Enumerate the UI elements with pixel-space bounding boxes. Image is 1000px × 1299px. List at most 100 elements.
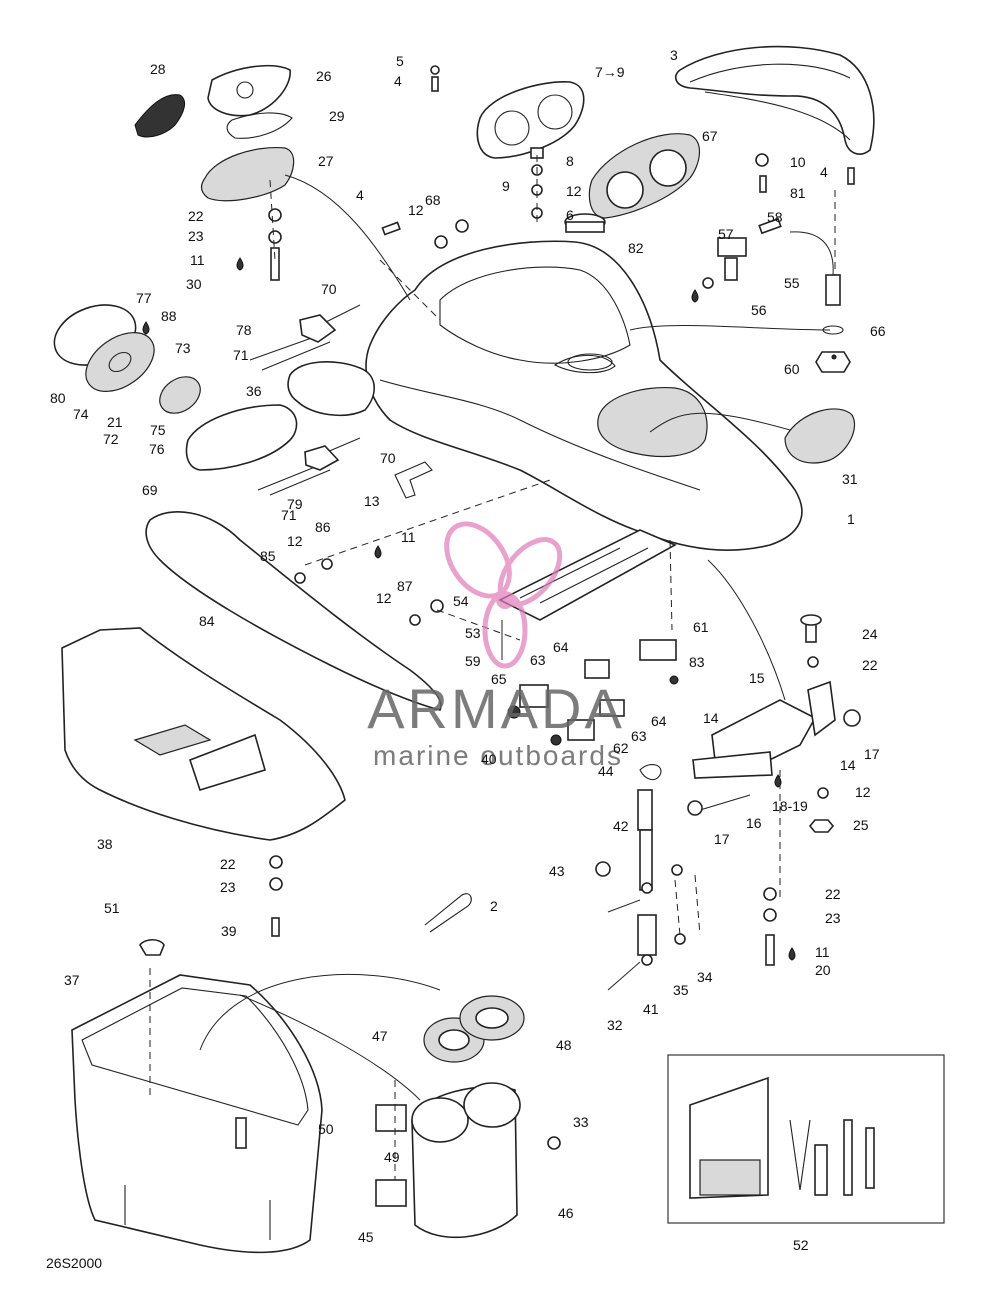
callout-label: 53 bbox=[465, 625, 481, 641]
fill-neck bbox=[789, 231, 851, 373]
callout-labels: 1 2 3 4 4 4 5 6 7→9 8 9 10 11 11 11 12 1… bbox=[50, 47, 886, 1253]
callout-label: 85 bbox=[260, 548, 276, 564]
callout-label: 42 bbox=[613, 818, 629, 834]
floor-panel bbox=[61, 627, 346, 841]
cable-tie bbox=[424, 893, 472, 933]
callout-label: 4 bbox=[356, 187, 364, 203]
assembly-lines bbox=[149, 155, 836, 1180]
callout-label: 23 bbox=[188, 228, 204, 244]
callout-label: 76 bbox=[149, 441, 165, 457]
callout-label: 18-19 bbox=[772, 798, 808, 814]
ignition-bracket bbox=[639, 639, 677, 661]
windshield bbox=[674, 45, 875, 155]
gas-spring bbox=[607, 789, 657, 991]
callout-label: 51 bbox=[104, 900, 120, 916]
callout-label: 80 bbox=[50, 390, 66, 406]
gauge-bezel bbox=[476, 81, 585, 159]
callout-label: 22 bbox=[862, 657, 878, 673]
callout-label: 64 bbox=[651, 713, 667, 729]
mirror-housing-upper bbox=[287, 361, 375, 417]
callout-label: 49 bbox=[384, 1149, 400, 1165]
callout-label: 45 bbox=[358, 1229, 374, 1245]
callout-label: 71 bbox=[281, 507, 297, 523]
callout-label: 27 bbox=[318, 153, 334, 169]
callout-label: 81 bbox=[790, 185, 806, 201]
callout-label: 25 bbox=[853, 817, 869, 833]
callout-label: 75 bbox=[150, 422, 166, 438]
callout-label: 64 bbox=[553, 639, 569, 655]
callout-label: 35 bbox=[673, 982, 689, 998]
callout-label: 79 bbox=[287, 496, 303, 512]
toolkit-box bbox=[667, 1054, 945, 1224]
mirror-assembly bbox=[53, 304, 201, 414]
callout-label: 72 bbox=[103, 431, 119, 447]
callout-label: 86 bbox=[315, 519, 331, 535]
callout-label: 12 bbox=[408, 202, 424, 218]
callout-label: 22 bbox=[220, 856, 236, 872]
callout-label: 63 bbox=[631, 728, 647, 744]
callout-label: 11 bbox=[401, 529, 416, 545]
callout-label: 6 bbox=[566, 207, 574, 223]
callout-label: 22 bbox=[825, 886, 841, 902]
callout-label: 26 bbox=[316, 68, 332, 84]
watermark-logo bbox=[444, 521, 563, 669]
callout-label: 1 bbox=[847, 511, 855, 527]
callout-label: 52 bbox=[793, 1237, 809, 1253]
callout-label: 44 bbox=[598, 763, 614, 779]
callout-label: 10 bbox=[790, 154, 806, 170]
callout-label: 4 bbox=[394, 73, 402, 89]
callout-label: 50 bbox=[318, 1121, 334, 1137]
callout-label: 11 bbox=[815, 944, 830, 960]
callout-label: 47 bbox=[372, 1028, 388, 1044]
callout-label: 20 bbox=[815, 962, 831, 978]
connector-assembly bbox=[702, 217, 782, 289]
storage-bin bbox=[71, 974, 323, 1254]
callout-label: 7→9 bbox=[595, 64, 625, 80]
steering-bracket bbox=[687, 614, 861, 816]
clip bbox=[639, 764, 662, 781]
callout-label: 34 bbox=[697, 969, 713, 985]
callout-label: 40 bbox=[481, 751, 497, 767]
callout-label: 31 bbox=[842, 471, 858, 487]
steering-cover-parts bbox=[134, 64, 295, 202]
watermark-tagline: marine outboards bbox=[373, 740, 623, 771]
callout-label: 16 bbox=[746, 815, 762, 831]
callout-label: 58 bbox=[767, 209, 783, 225]
callout-label: 23 bbox=[825, 910, 841, 926]
callout-label: 37 bbox=[64, 972, 80, 988]
callout-label: 71 bbox=[233, 347, 249, 363]
plug bbox=[139, 938, 165, 956]
callout-label: 66 bbox=[870, 323, 886, 339]
callout-label: 56 bbox=[751, 302, 767, 318]
callout-label: 13 bbox=[364, 493, 380, 509]
callout-label: 12 bbox=[287, 533, 303, 549]
mirror-housing-lower bbox=[185, 404, 298, 471]
callout-label: 46 bbox=[558, 1205, 574, 1221]
callout-label: 55 bbox=[784, 275, 800, 291]
callout-label: 23 bbox=[220, 879, 236, 895]
callout-label: 59 bbox=[465, 653, 481, 669]
callout-label: 70 bbox=[380, 450, 396, 466]
callout-label: 17 bbox=[864, 746, 880, 762]
callout-label: 65 bbox=[491, 671, 507, 687]
callout-label: 57 bbox=[718, 226, 734, 242]
callout-label: 84 bbox=[199, 613, 215, 629]
callout-label: 30 bbox=[186, 276, 202, 292]
callout-label: 29 bbox=[329, 108, 345, 124]
callout-label: 60 bbox=[784, 361, 800, 377]
callout-label: 62 bbox=[613, 740, 629, 756]
callout-label: 74 bbox=[73, 406, 89, 422]
callout-label: 5 bbox=[396, 53, 404, 69]
callout-label: 8 bbox=[566, 153, 574, 169]
hex-key bbox=[394, 461, 433, 499]
callout-label: 12 bbox=[566, 183, 582, 199]
callout-label: 78 bbox=[236, 322, 252, 338]
callout-label: 67 bbox=[702, 128, 718, 144]
callout-label: 28 bbox=[150, 61, 166, 77]
callout-label: 33 bbox=[573, 1114, 589, 1130]
callout-label: 32 bbox=[607, 1017, 623, 1033]
callout-label: 15 bbox=[749, 670, 765, 686]
callout-label: 69 bbox=[142, 482, 158, 498]
mirror-bolts bbox=[249, 304, 361, 496]
